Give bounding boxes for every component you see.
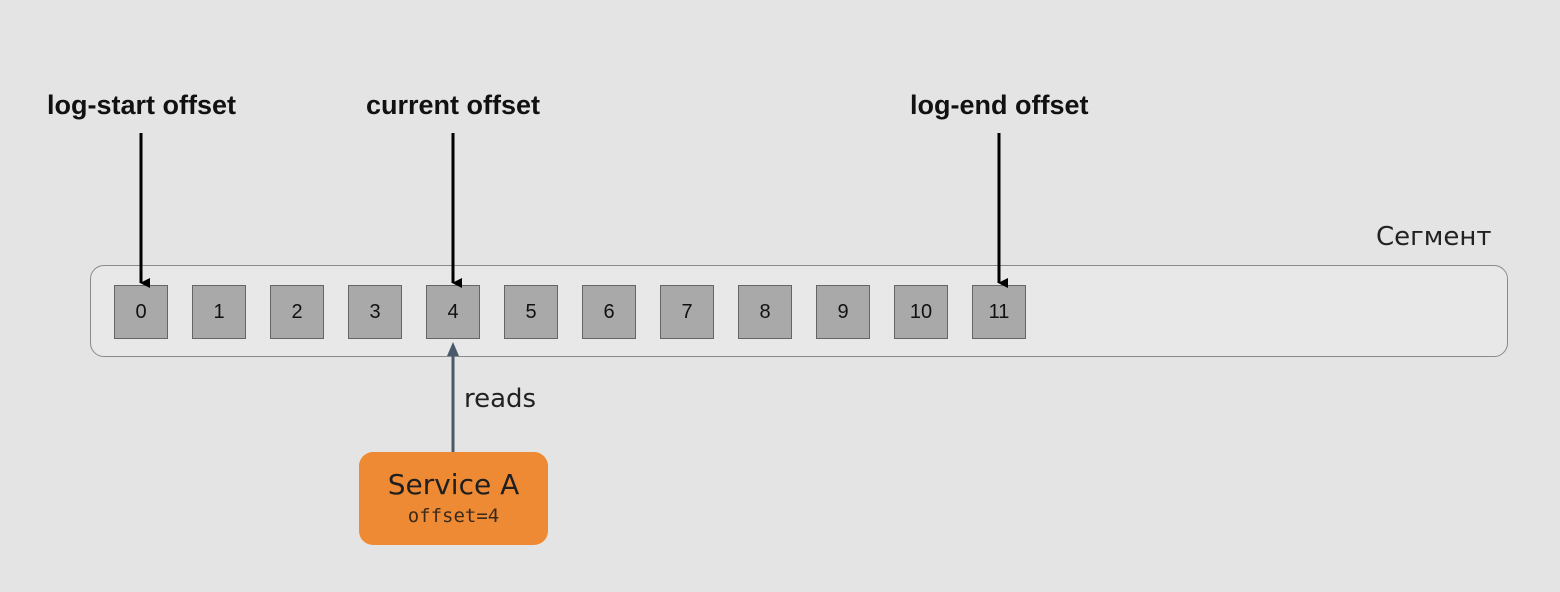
- offset-cell-3: 3: [348, 285, 402, 339]
- offset-cell-2: 2: [270, 285, 324, 339]
- reads-arrow-head: [447, 342, 459, 356]
- offset-cell-1: 1: [192, 285, 246, 339]
- offset-cell-5: 5: [504, 285, 558, 339]
- log-end-offset-label: log-end offset: [910, 90, 1089, 120]
- offset-cell-7: 7: [660, 285, 714, 339]
- offset-cell-10: 10: [894, 285, 948, 339]
- reads-label: reads: [464, 384, 537, 414]
- service-offset: offset=4: [407, 504, 500, 527]
- offset-cell-6: 6: [582, 285, 636, 339]
- service-name: Service A: [387, 468, 520, 502]
- segment-container: [90, 265, 1508, 357]
- offset-cell-4: 4: [426, 285, 480, 339]
- offset-cell-9: 9: [816, 285, 870, 339]
- segment-label: Сегмент: [1376, 222, 1492, 252]
- log-start-offset-label: log-start offset: [47, 90, 236, 120]
- service-a-node: Service A offset=4: [359, 452, 548, 545]
- offset-cell-0: 0: [114, 285, 168, 339]
- offset-cell-11: 11: [972, 285, 1026, 339]
- offset-cell-8: 8: [738, 285, 792, 339]
- current-offset-label: current offset: [366, 90, 541, 120]
